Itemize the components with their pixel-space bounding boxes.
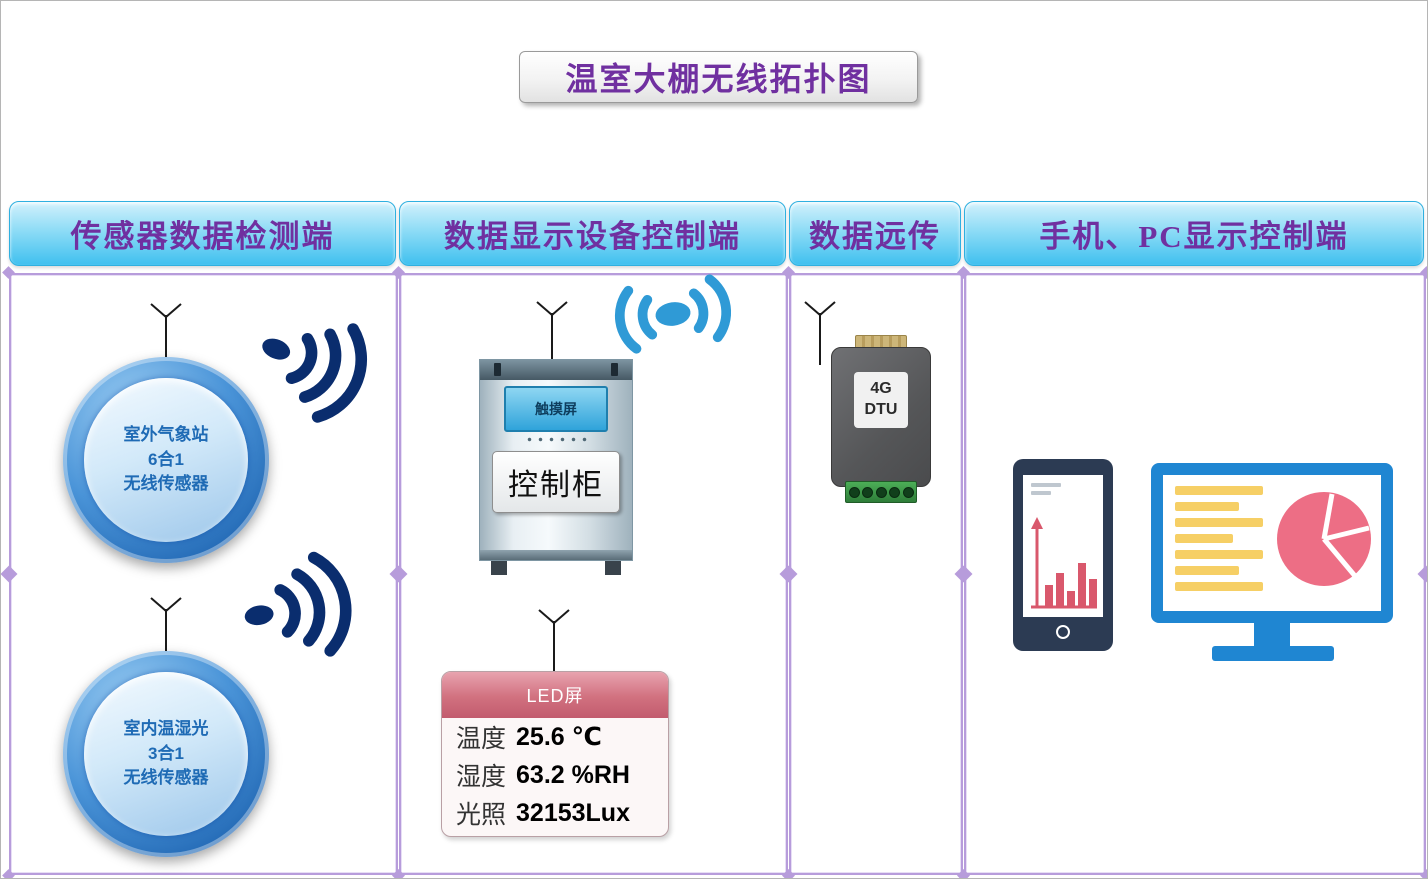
phone-home-button	[1056, 625, 1070, 639]
bolt-icon	[494, 363, 501, 376]
column-header-sensor-label: 传感器数据检测端	[70, 219, 335, 254]
phone-screen	[1023, 475, 1103, 617]
terminal-pin	[875, 486, 887, 498]
list-line	[1175, 550, 1263, 559]
outdoor-sensor-label: 室外气象站 6合1 无线传感器	[84, 378, 248, 542]
4g-dtu-device: 4G DTU	[829, 335, 933, 507]
cabinet-name-text: 控制柜	[508, 469, 604, 502]
terminal-pin	[902, 486, 914, 498]
frame-diamond-ornament	[1, 565, 18, 583]
touch-screen-label: 触摸屏	[535, 401, 577, 417]
terminal-pin	[848, 486, 860, 498]
dtu-name-plate: 4G DTU	[854, 372, 908, 428]
dtu-label-line: 4G	[870, 380, 892, 398]
sensor-label-line: 室内温湿光	[123, 719, 209, 739]
list-line	[1175, 486, 1263, 495]
temperature-value: 25.6 ℃	[516, 723, 602, 751]
control-cabinet: 触摸屏 控制柜	[479, 359, 633, 575]
sensor-label-line: 无线传感器	[123, 768, 209, 788]
column-header-remote: 数据远传	[789, 201, 961, 266]
dtu-label-line: DTU	[864, 401, 898, 418]
text-placeholder-line	[1031, 483, 1061, 487]
antenna-icon	[804, 301, 836, 365]
cabinet-base-strip	[480, 550, 632, 560]
outdoor-sensor-node: 室外气象站 6合1 无线传感器	[63, 357, 269, 563]
dtu-body: 4G DTU	[831, 347, 931, 487]
column-header-client: 手机、PC显示控制端	[964, 201, 1424, 266]
smartphone-icon	[1013, 459, 1113, 651]
frame-diamond-ornament	[2, 869, 15, 878]
monitor-screen	[1163, 475, 1381, 611]
column-frame-client	[955, 266, 1427, 878]
led-row-humidity: 湿度 63.2 %RH	[442, 756, 668, 794]
frame-diamond-ornament	[1420, 266, 1427, 279]
terminal-pin	[889, 486, 900, 498]
antenna-icon	[536, 301, 568, 365]
list-line	[1175, 534, 1233, 543]
antenna-icon	[538, 609, 570, 673]
sensor-label-line: 室外气象站	[123, 425, 209, 445]
frame-diamond-ornament	[2, 266, 15, 279]
column-header-display-label: 数据显示设备控制端	[444, 219, 741, 254]
list-lines	[1175, 486, 1263, 591]
indoor-sensor-label: 室内温湿光 3合1 无线传感器	[84, 672, 248, 836]
temperature-label: 温度	[456, 726, 507, 753]
cabinet-leg	[491, 561, 507, 575]
touch-screen: 触摸屏	[504, 386, 608, 432]
led-row-light: 光照 32153Lux	[442, 794, 668, 832]
sensor-label-line: 3合1	[148, 743, 184, 763]
dtu-terminal-block	[845, 481, 917, 503]
diagram-title: 温室大棚无线拓扑图	[565, 61, 872, 97]
column-header-client-label: 手机、PC显示控制端	[1039, 219, 1349, 254]
diagram-title-box: 温室大棚无线拓扑图	[519, 51, 918, 103]
column-header-sensor: 传感器数据检测端	[9, 201, 396, 266]
pc-monitor-icon	[1151, 463, 1393, 623]
cabinet-leg	[605, 561, 621, 575]
led-display-panel: LED屏 温度 25.6 ℃ 湿度 63.2 %RH 光照 32153Lux	[441, 671, 669, 837]
led-panel-header: LED屏	[442, 672, 668, 718]
light-label: 光照	[456, 802, 507, 829]
bar-chart-icon	[1031, 517, 1097, 609]
wifi-signal-icon	[614, 274, 732, 354]
sensor-label-line: 6合1	[148, 449, 184, 469]
column-header-display: 数据显示设备控制端	[399, 201, 786, 266]
list-line	[1175, 582, 1263, 591]
cabinet-vent-dots	[524, 437, 588, 442]
led-panel-title: LED屏	[526, 686, 584, 706]
humidity-label: 湿度	[456, 764, 507, 791]
sensor-label-line: 无线传感器	[123, 474, 209, 494]
frame-diamond-ornament	[1417, 565, 1427, 583]
cabinet-body: 触摸屏 控制柜	[479, 359, 633, 561]
radio-waves-icon	[262, 323, 368, 423]
cabinet-top-strip	[480, 360, 632, 380]
frame-diamond-ornament	[1420, 869, 1427, 878]
terminal-pin	[862, 486, 873, 498]
column-header-remote-label: 数据远传	[809, 219, 941, 254]
led-row-temperature: 温度 25.6 ℃	[442, 718, 668, 756]
monitor-base	[1212, 646, 1334, 661]
monitor-stand	[1254, 621, 1290, 648]
bolt-icon	[611, 363, 618, 376]
light-value: 32153Lux	[516, 798, 630, 827]
list-line	[1175, 518, 1263, 527]
pie-chart-icon	[1277, 492, 1371, 586]
list-line	[1175, 566, 1239, 575]
indoor-sensor-node: 室内温湿光 3合1 无线传感器	[63, 651, 269, 857]
humidity-value: 63.2 %RH	[516, 760, 630, 789]
radio-waves-icon	[244, 551, 352, 657]
text-placeholder-line	[1031, 491, 1051, 495]
cabinet-name-plate: 控制柜	[492, 451, 620, 513]
list-line	[1175, 502, 1239, 511]
